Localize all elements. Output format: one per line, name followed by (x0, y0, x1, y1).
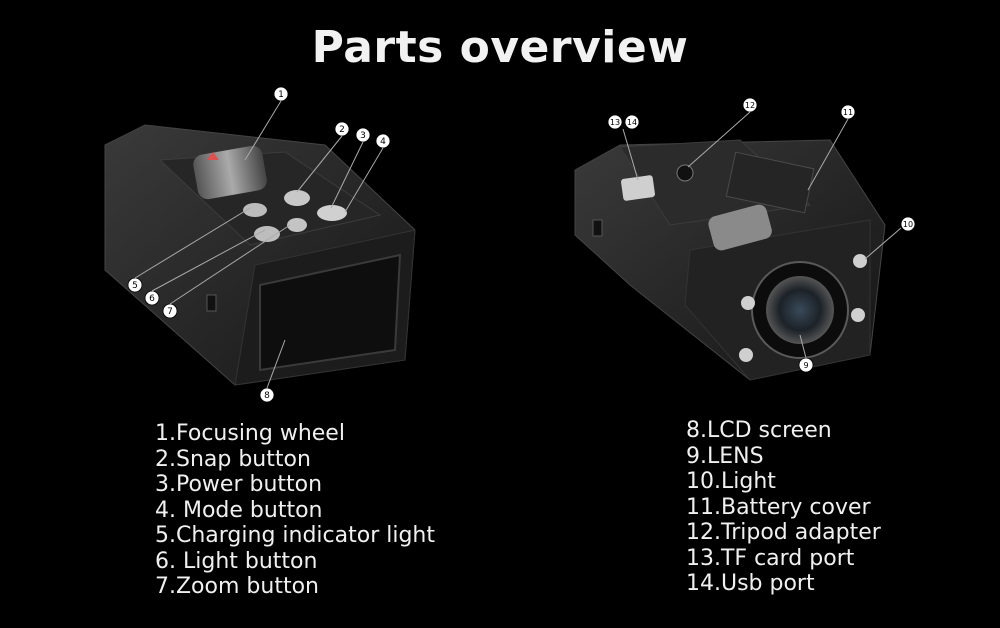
part-item-9: 9.LENS (686, 443, 764, 469)
callout-12: 12 (745, 101, 755, 110)
callout-6: 6 (149, 294, 155, 304)
callout-5: 5 (132, 281, 138, 291)
part-item-1: 1.Focusing wheel (155, 421, 345, 446)
part-item-8: 8.LCD screen (686, 418, 832, 443)
parts-list-right: 8.LCD screen 9.LENS 10.Light 11.Battery … (686, 418, 881, 597)
callout-4: 4 (380, 137, 386, 147)
part-item-7: 7.Zoom button (155, 574, 319, 599)
callout-11: 11 (843, 108, 853, 117)
part-item-13: 13.TF card port (686, 545, 855, 571)
callout-10: 10 (903, 220, 913, 229)
parts-list-left: 1.Focusing wheel 2.Snap button 3.Power b… (155, 421, 435, 600)
part-item-2: 2.Snap button (155, 446, 311, 472)
part-item-5: 5.Charging indicator light (155, 523, 436, 548)
part-item-3: 3.Power button (155, 472, 323, 497)
part-item-11: 11.Battery cover (686, 494, 871, 520)
callout-13: 13 (610, 118, 620, 127)
part-item-14: 14.Usb port (686, 571, 815, 596)
part-item-12: 12.Tripod adapter (686, 520, 881, 545)
callout-7: 7 (167, 307, 173, 317)
part-item-10: 10.Light (686, 469, 776, 494)
callout-9: 9 (803, 361, 808, 370)
callout-2: 2 (339, 125, 345, 135)
callout-1: 1 (278, 90, 284, 100)
part-item-4: 4. Mode button (155, 497, 323, 523)
callout-8: 8 (264, 391, 270, 401)
page-title: Parts overview (311, 22, 689, 73)
device-top-view-illustration: 1 2 3 4 5 6 7 8 (104, 86, 416, 403)
part-item-6: 6. Light button (155, 548, 318, 574)
callout-14: 14 (627, 118, 637, 127)
callout-3: 3 (360, 131, 366, 141)
device-front-view-illustration: 13 14 12 11 10 9 (574, 97, 916, 381)
